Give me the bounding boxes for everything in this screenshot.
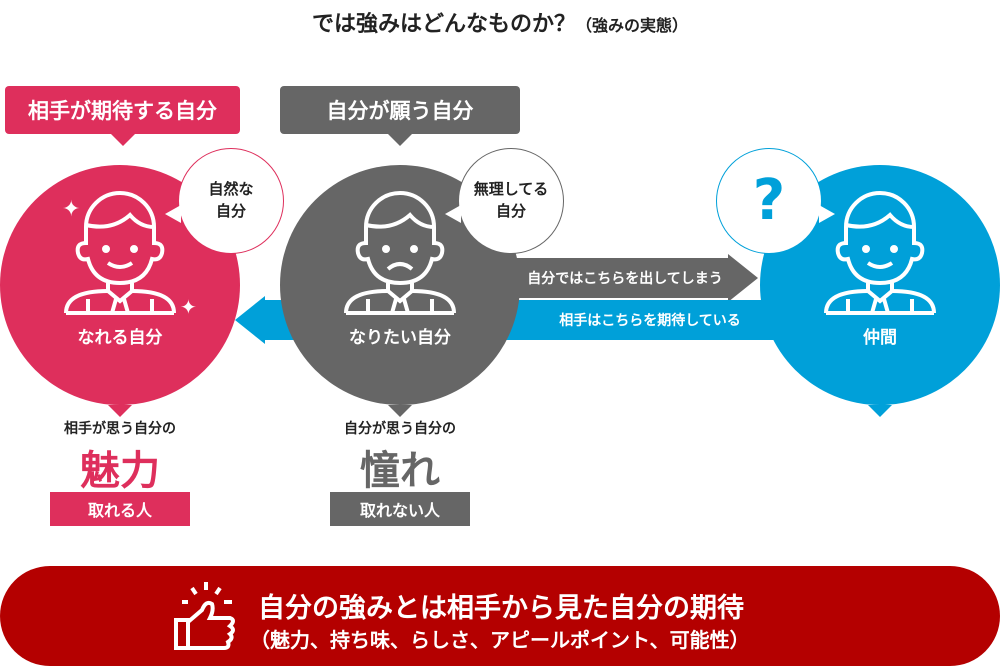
arrow-left-head — [235, 296, 265, 344]
speech-bubble-natural: 自然な自分 — [165, 148, 284, 254]
circle-label: なりたい自分 — [349, 328, 451, 348]
question-mark-icon: ? — [752, 168, 786, 234]
charm-heading: 魅力 — [80, 448, 160, 494]
cannot-take-label: 取れない人 — [330, 492, 470, 526]
can-take-label: 取れる人 — [50, 492, 190, 526]
smiling-person-icon — [64, 191, 176, 315]
bubble-text: 自分 — [215, 202, 246, 220]
aspiration-heading: 憧れ — [360, 448, 440, 494]
center-caption: 自分が思う自分の — [344, 421, 456, 437]
sparkle-icon: ✦ — [180, 295, 197, 319]
circle-label: 仲間 — [863, 328, 897, 348]
arrow-right-head — [728, 254, 758, 302]
sad-person-icon — [344, 191, 456, 315]
bubble-text: 無理してる — [473, 180, 549, 199]
speech-bubble-question: ? — [716, 148, 835, 254]
arrow-right: 自分ではこちらを出してしまう — [500, 258, 730, 298]
page-title: では強みはどんなものか？（強みの実態） — [0, 6, 1000, 38]
desired-self-tag: 自分が願う自分 — [280, 86, 520, 146]
banner-main-text: 自分の強みとは相手から見た自分の期待 — [258, 593, 744, 624]
bubble-text: 自然な — [208, 180, 254, 199]
thumbs-up-icon — [174, 582, 235, 650]
arrow-left-label: 相手はこちらを期待している — [559, 313, 741, 329]
speech-bubble-forced: 無理してる自分 — [445, 148, 564, 254]
circle-label: なれる自分 — [77, 328, 163, 348]
title-main: では強みはどんなものか？ — [311, 12, 576, 37]
banner-sub-text: （魅力、持ち味、らしさ、アピールポイント、可能性） — [250, 628, 750, 652]
bubble-text: 自分 — [495, 202, 526, 220]
sparkle-icon: ✦ — [62, 197, 81, 222]
expected-self-tag: 相手が期待する自分 — [5, 86, 240, 146]
left-caption: 相手が思う自分の — [64, 421, 176, 437]
title-sub: （強みの実態） — [576, 16, 689, 35]
conclusion-banner: 自分の強みとは相手から見た自分の期待 （魅力、持ち味、らしさ、アピールポイント、… — [0, 566, 1000, 666]
arrow-right-label: 自分ではこちらを出してしまう — [527, 271, 723, 287]
smiling-person-icon — [824, 191, 936, 315]
